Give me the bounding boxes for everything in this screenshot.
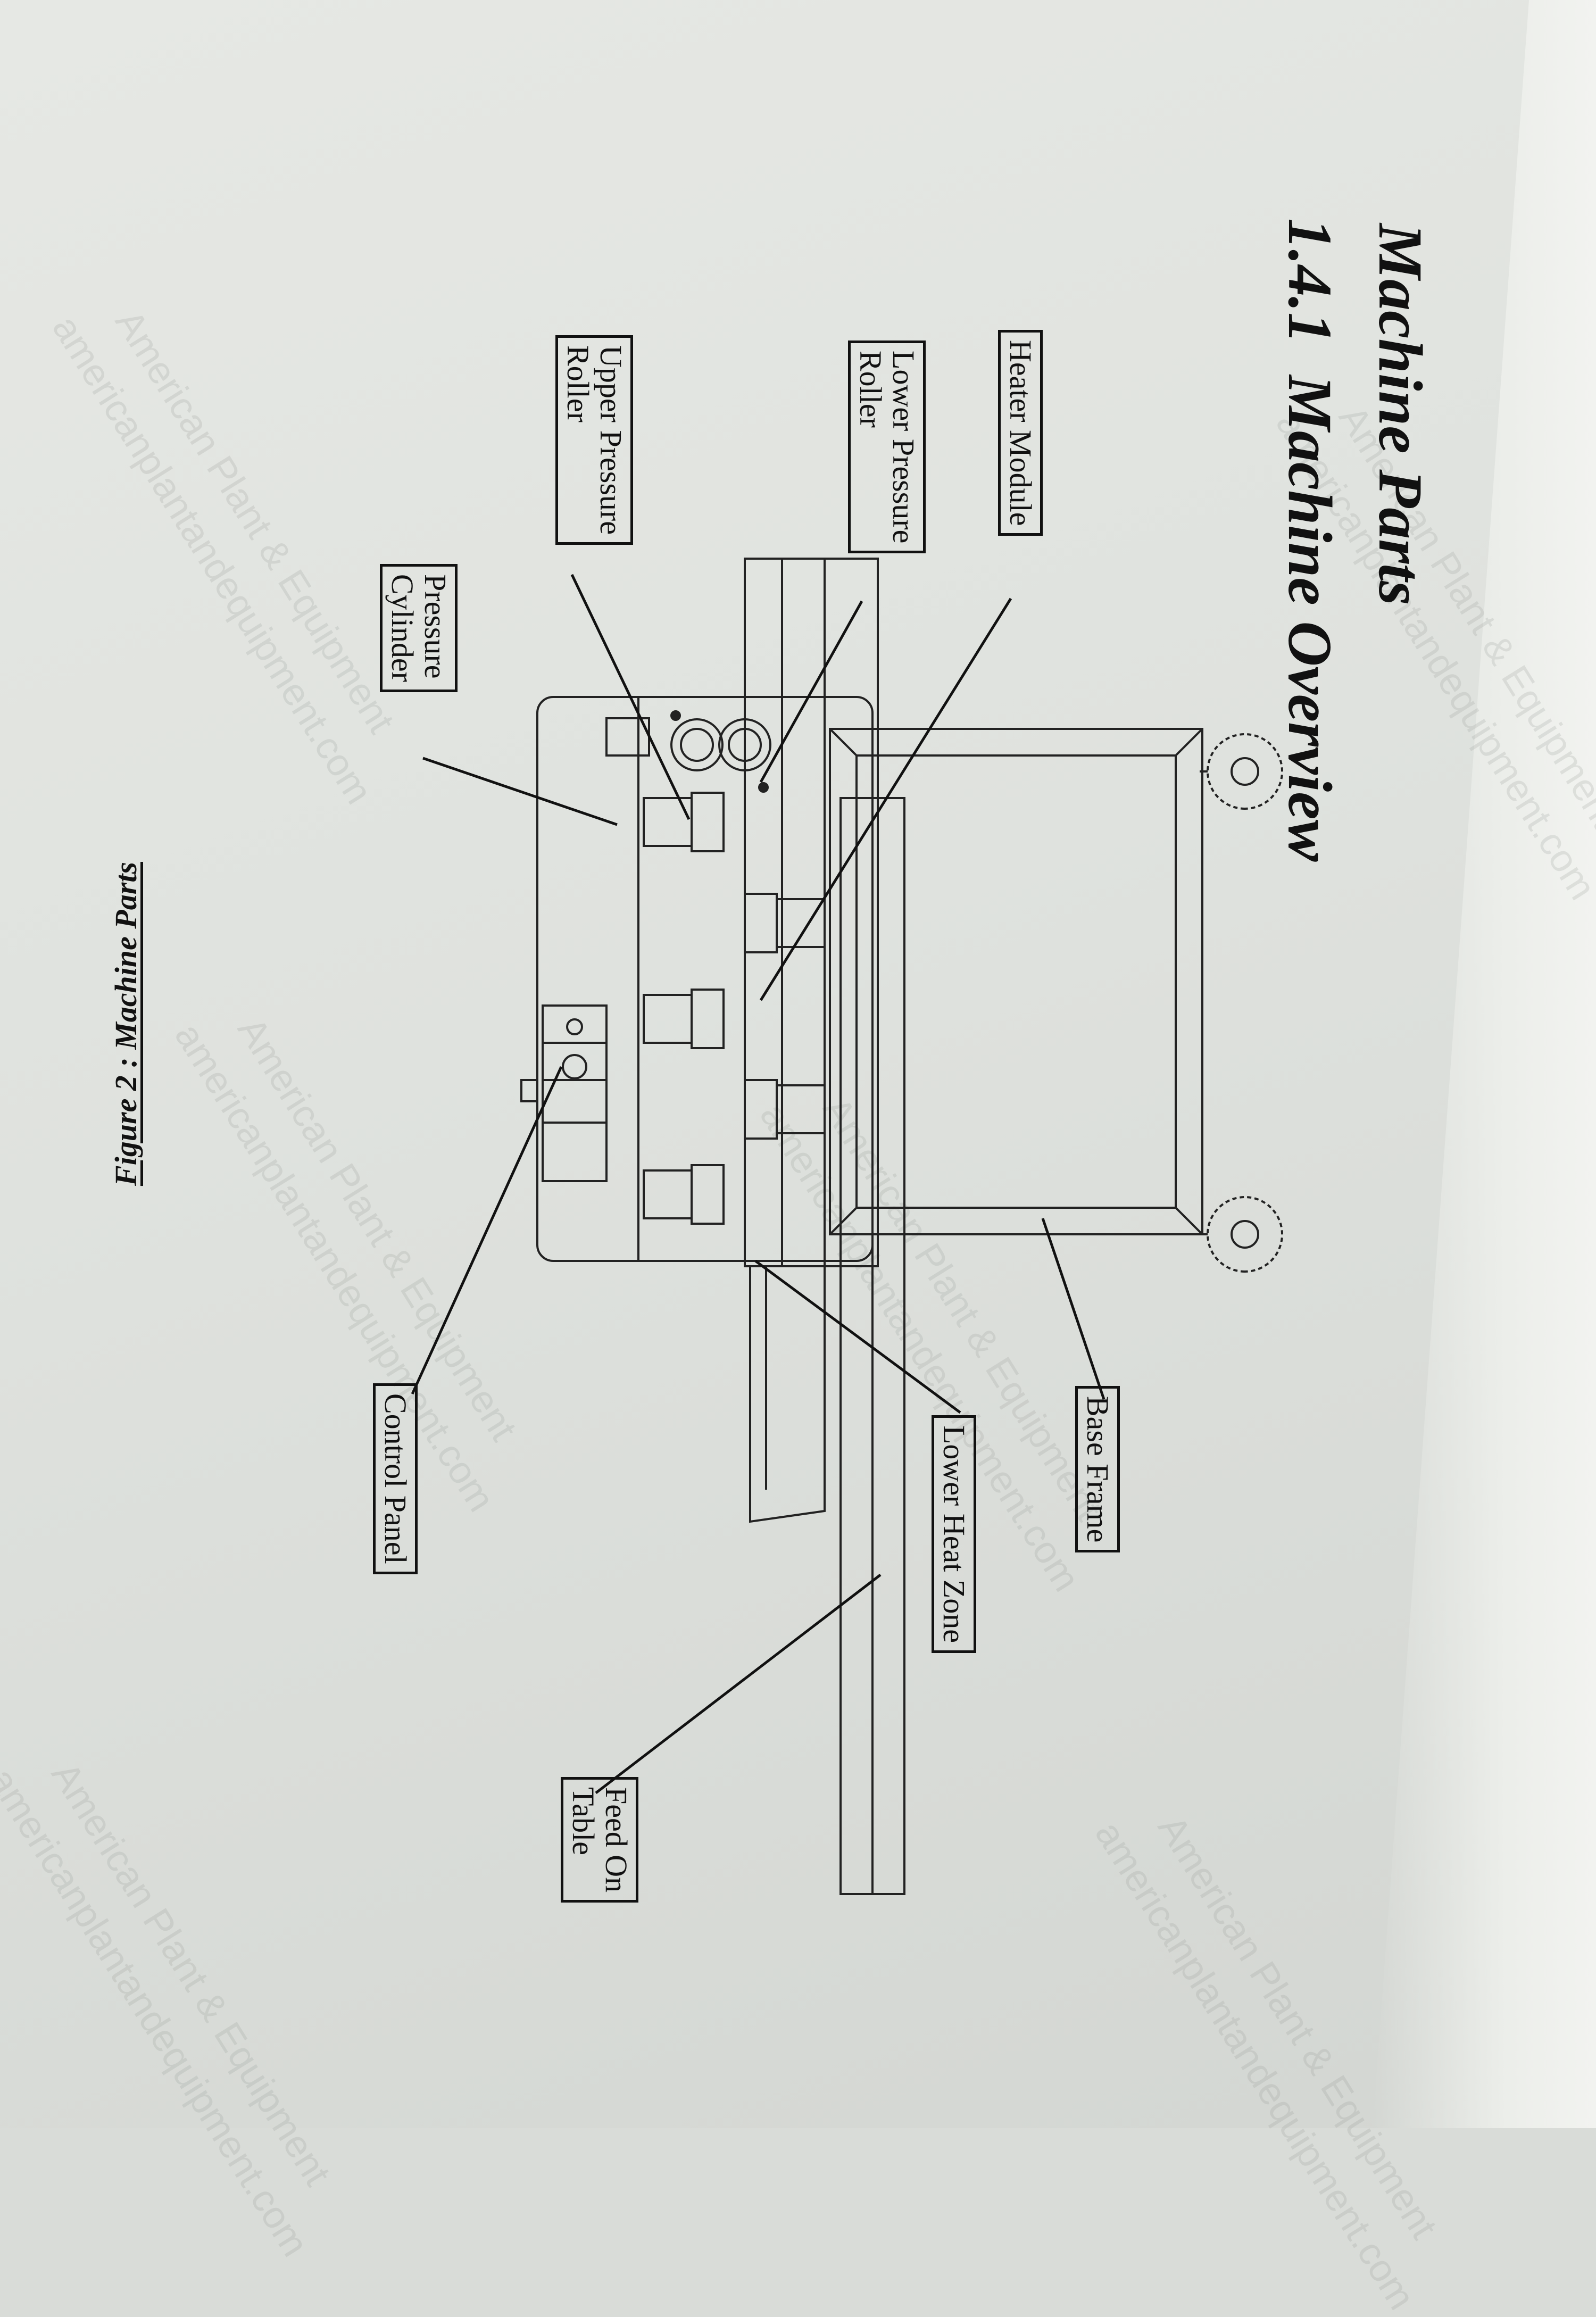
figure-caption: Figure 2 : Machine Parts: [109, 862, 143, 1186]
wheel-shape: [1207, 733, 1283, 810]
label-lower-pressure-roller: Lower Pressure Roller: [848, 341, 926, 554]
machine-body-shape: [744, 558, 879, 1267]
label-control-panel: Control Panel: [373, 1383, 418, 1574]
label-upper-pressure-roller: Upper Pressure Roller: [555, 335, 633, 545]
label-pressure-cylinder: Pressure Cylinder: [380, 564, 458, 692]
wheel-shape: [1207, 1196, 1283, 1273]
roller-housing-shape: [536, 696, 874, 1262]
rotated-document: American Plant & Equipment americanplant…: [0, 218, 1596, 2317]
leader-lines: [411, 574, 1105, 1794]
upper-roller-shapes: [643, 792, 725, 1225]
paper-page: [0, 0, 1596, 2128]
label-feed-on-table: Feed On Table: [561, 1777, 638, 1903]
machine-diagram: [411, 558, 1283, 1895]
label-heater-module: Heater Module: [998, 330, 1043, 536]
label-lower-heat-zone: Lower Heat Zone: [932, 1415, 976, 1654]
base-frame-shape: [829, 728, 1203, 1235]
control-panel-shape: [542, 1004, 608, 1182]
label-base-frame: Base Frame: [1075, 1386, 1120, 1553]
lower-roller-shapes: [744, 893, 826, 1140]
